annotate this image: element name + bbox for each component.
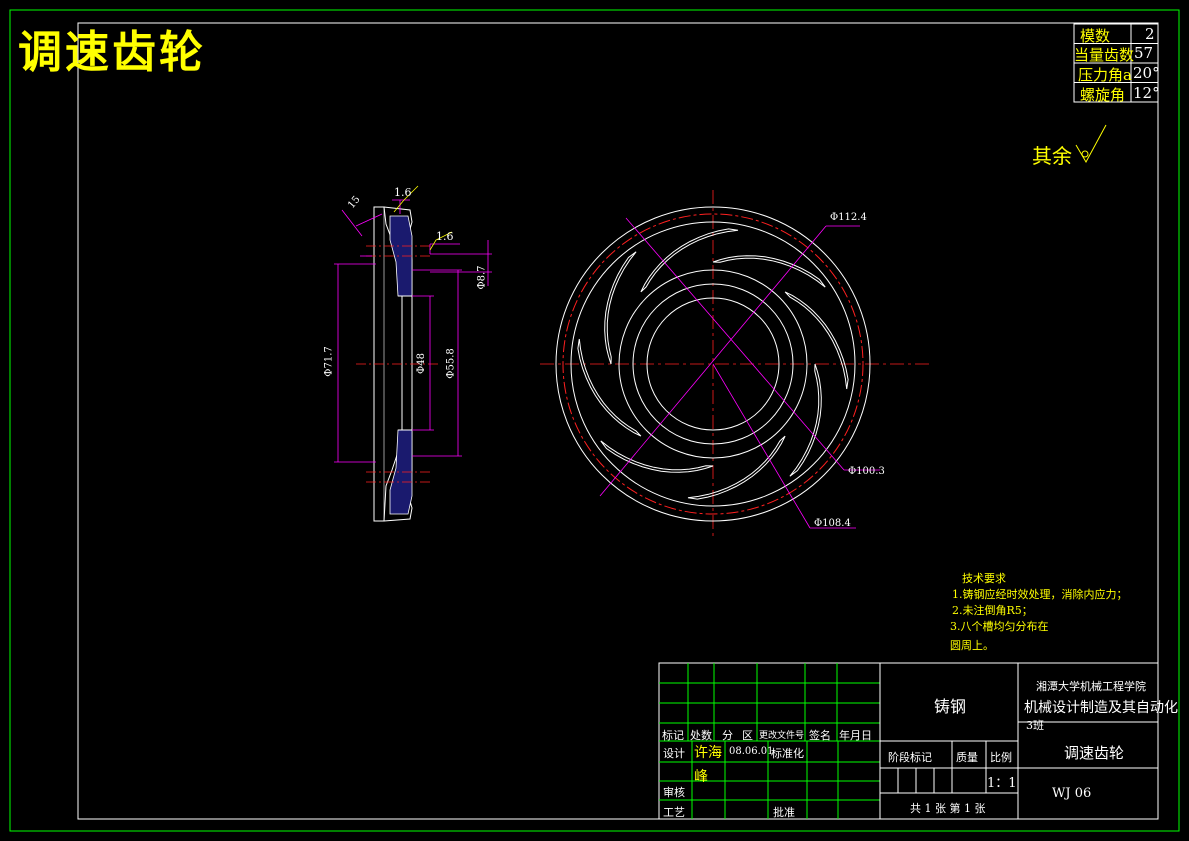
slot bbox=[789, 363, 822, 477]
tb-col-date: 年月日 bbox=[839, 729, 872, 742]
slot bbox=[604, 251, 637, 365]
tb-col-change-doc: 更改文件号 bbox=[759, 731, 805, 741]
slot bbox=[784, 291, 849, 390]
slot bbox=[577, 338, 642, 437]
tb-approve-label: 批准 bbox=[773, 806, 795, 819]
parameter-table bbox=[1073, 23, 1159, 103]
tb-checker: 峰 bbox=[694, 769, 708, 785]
drawing-title: 调速齿轮 bbox=[18, 27, 206, 78]
tb-scale: 1：1 bbox=[987, 776, 1017, 791]
dim-inner-diameter-1: Φ48 bbox=[415, 353, 427, 374]
roughness-note: 其余 bbox=[1032, 144, 1072, 168]
tb-col-zone: 区 bbox=[742, 729, 753, 742]
tb-col-fen: 分 bbox=[722, 729, 733, 742]
outer-border bbox=[9, 9, 1180, 832]
dim-face-d3: Φ108.4 bbox=[814, 518, 851, 529]
slot bbox=[712, 255, 826, 288]
roughness-symbol bbox=[1075, 124, 1107, 164]
tb-standard-label: 标准化 bbox=[771, 747, 804, 760]
dim-small-diameter: Φ8.7 bbox=[476, 265, 488, 290]
tb-part-name: 调速齿轮 bbox=[1064, 744, 1125, 762]
param-label-helix-angle: 螺旋角 bbox=[1080, 86, 1126, 104]
tb-drawing-no: WJ 06 bbox=[1052, 786, 1092, 801]
tb-col-mark: 标记 bbox=[662, 729, 684, 742]
tb-class: 3班 bbox=[1026, 719, 1044, 732]
slot bbox=[687, 435, 786, 500]
title-block-grid bbox=[658, 662, 1159, 820]
dim-face-d1: Φ112.4 bbox=[830, 212, 867, 223]
slot bbox=[640, 228, 739, 293]
tb-design-label: 设计 bbox=[663, 747, 685, 760]
tb-sheets: 共 1 张 第 1 张 bbox=[910, 802, 986, 815]
requirement-item: 3.八个槽均匀分布在 bbox=[950, 620, 1049, 633]
tb-check-label: 审核 bbox=[663, 786, 685, 799]
tb-major: 机械设计制造及其自动化 bbox=[1024, 700, 1178, 716]
face-view bbox=[540, 190, 930, 538]
requirement-item: 1.铸钢应经时效处理，消除内应力； bbox=[952, 588, 1128, 601]
tb-col-count: 处数 bbox=[690, 729, 712, 742]
tb-material: 铸钢 bbox=[934, 697, 967, 716]
tb-designer: 许海 bbox=[694, 745, 722, 761]
tb-date: 08.06.01 bbox=[729, 746, 774, 757]
param-value-module: 2 bbox=[1145, 25, 1155, 43]
slot bbox=[600, 440, 714, 473]
tb-col-sign: 签名 bbox=[809, 729, 831, 742]
requirement-item: 2.未注倒角R5； bbox=[952, 604, 1033, 617]
param-value-helix-angle: 12° bbox=[1133, 84, 1160, 102]
param-label-teeth: 当量齿数 bbox=[1074, 46, 1135, 64]
dim-inner-diameter-2: Φ55.8 bbox=[445, 348, 457, 379]
param-label-module: 模数 bbox=[1080, 27, 1111, 45]
dim-outer-diameter: Φ71.7 bbox=[323, 346, 335, 377]
tb-school: 湘潭大学机械工程学院 bbox=[1036, 680, 1146, 693]
requirement-item: 圆周上。 bbox=[950, 639, 994, 652]
requirements-heading: 技术要求 bbox=[962, 572, 1006, 585]
param-label-pressure-angle: 压力角a bbox=[1078, 66, 1132, 84]
param-value-teeth: 57 bbox=[1134, 44, 1154, 62]
section-view bbox=[334, 185, 492, 522]
tb-stage-label: 阶段标记 bbox=[888, 751, 932, 764]
param-value-pressure-angle: 20° bbox=[1133, 64, 1160, 82]
tb-process-label: 工艺 bbox=[663, 806, 685, 819]
dim-rough-top: 1.6 bbox=[394, 186, 412, 199]
dim-face-d2: Φ100.3 bbox=[848, 466, 885, 477]
tb-scale-label: 比例 bbox=[990, 751, 1012, 764]
inner-border bbox=[77, 22, 1159, 820]
dim-rough-mid: 1.6 bbox=[436, 230, 454, 243]
tb-mass-label: 质量 bbox=[956, 751, 978, 764]
